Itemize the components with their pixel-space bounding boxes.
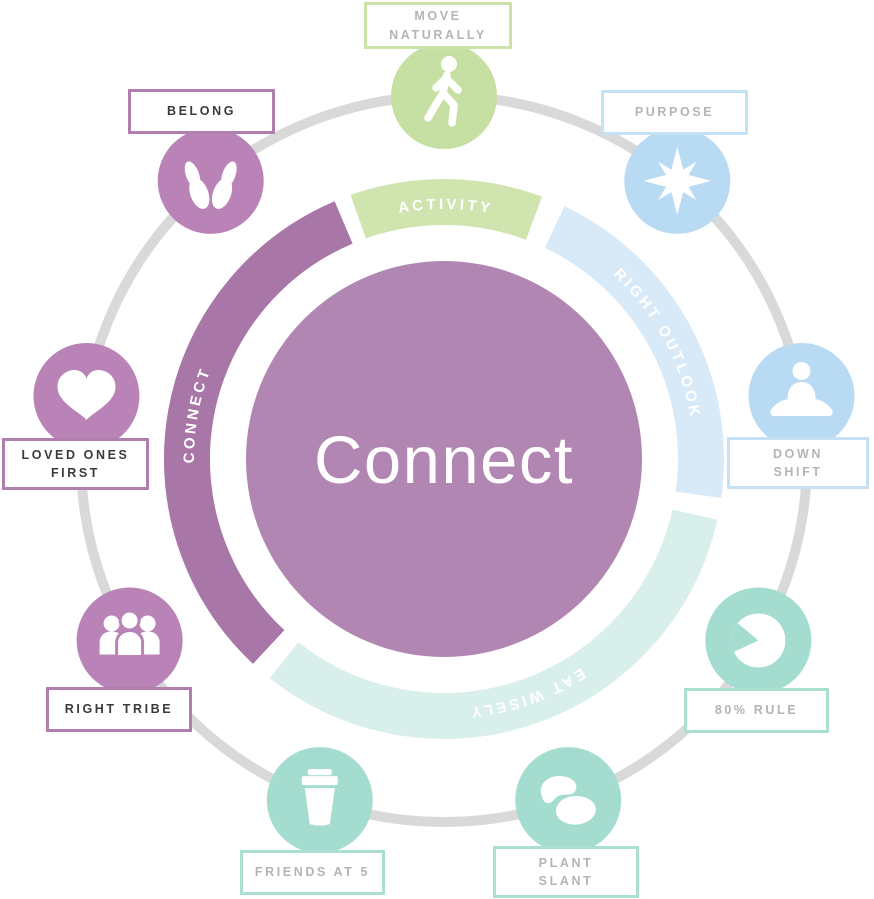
- category-circle-friends-at-5[interactable]: [266, 747, 373, 854]
- category-label-text: DOWN SHIFT: [773, 446, 823, 479]
- category-label-plant-slant[interactable]: PLANT SLANT: [493, 846, 639, 898]
- meditation-person-icon: [770, 362, 833, 417]
- category-circle-plant-slant[interactable]: [515, 747, 622, 854]
- category-label-move-naturally[interactable]: MOVE NATURALLY: [364, 2, 512, 49]
- center-circle: [246, 261, 642, 657]
- category-label-text: FRIENDS AT 5: [254, 865, 371, 880]
- category-label-right-tribe[interactable]: RIGHT TRIBE: [46, 687, 192, 732]
- category-label-text: PLANT SLANT: [538, 855, 594, 888]
- heart-icon: [57, 370, 116, 420]
- people-group-icon: [99, 609, 160, 658]
- category-label-text: 80% RULE: [714, 703, 799, 718]
- category-circle-purpose[interactable]: [624, 127, 731, 234]
- category-circle-down-shift[interactable]: [748, 343, 855, 449]
- category-circle-loved-ones-first[interactable]: [33, 343, 140, 449]
- beans-icon: [540, 776, 596, 825]
- category-label-text: RIGHT TRIBE: [64, 702, 174, 717]
- category-label-loved-ones-first[interactable]: LOVED ONES FIRST: [2, 438, 149, 490]
- coffee-cup-icon: [301, 769, 338, 826]
- compass-star-icon: [643, 146, 712, 215]
- segment-arc-connect[interactable]: [163, 201, 353, 664]
- category-label-purpose[interactable]: PURPOSE: [601, 90, 748, 135]
- category-label-80-rule[interactable]: 80% RULE: [684, 688, 829, 733]
- category-label-text: BELONG: [166, 104, 237, 119]
- category-circle-right-tribe[interactable]: [76, 587, 183, 694]
- category-label-text: PURPOSE: [634, 105, 715, 120]
- walking-person-icon: [424, 56, 462, 127]
- pie-chart-icon: [731, 613, 786, 668]
- category-label-text: MOVE NATURALLY: [389, 9, 487, 42]
- category-circle-belong[interactable]: [157, 127, 264, 234]
- category-label-down-shift[interactable]: DOWN SHIFT: [727, 437, 869, 489]
- segment-arc-right-outlook[interactable]: [544, 206, 724, 498]
- open-hands-icon: [184, 161, 237, 209]
- category-label-text: LOVED ONES FIRST: [21, 447, 130, 480]
- center-label: Connect: [314, 423, 574, 498]
- category-label-belong[interactable]: BELONG: [128, 89, 275, 134]
- segment-arc-activity[interactable]: [350, 178, 543, 240]
- category-circle-80-rule[interactable]: [705, 587, 812, 694]
- category-circle-move-naturally[interactable]: [391, 43, 497, 149]
- segment-arc-eat-wisely[interactable]: [269, 509, 718, 739]
- category-label-friends-at-5[interactable]: FRIENDS AT 5: [240, 850, 385, 895]
